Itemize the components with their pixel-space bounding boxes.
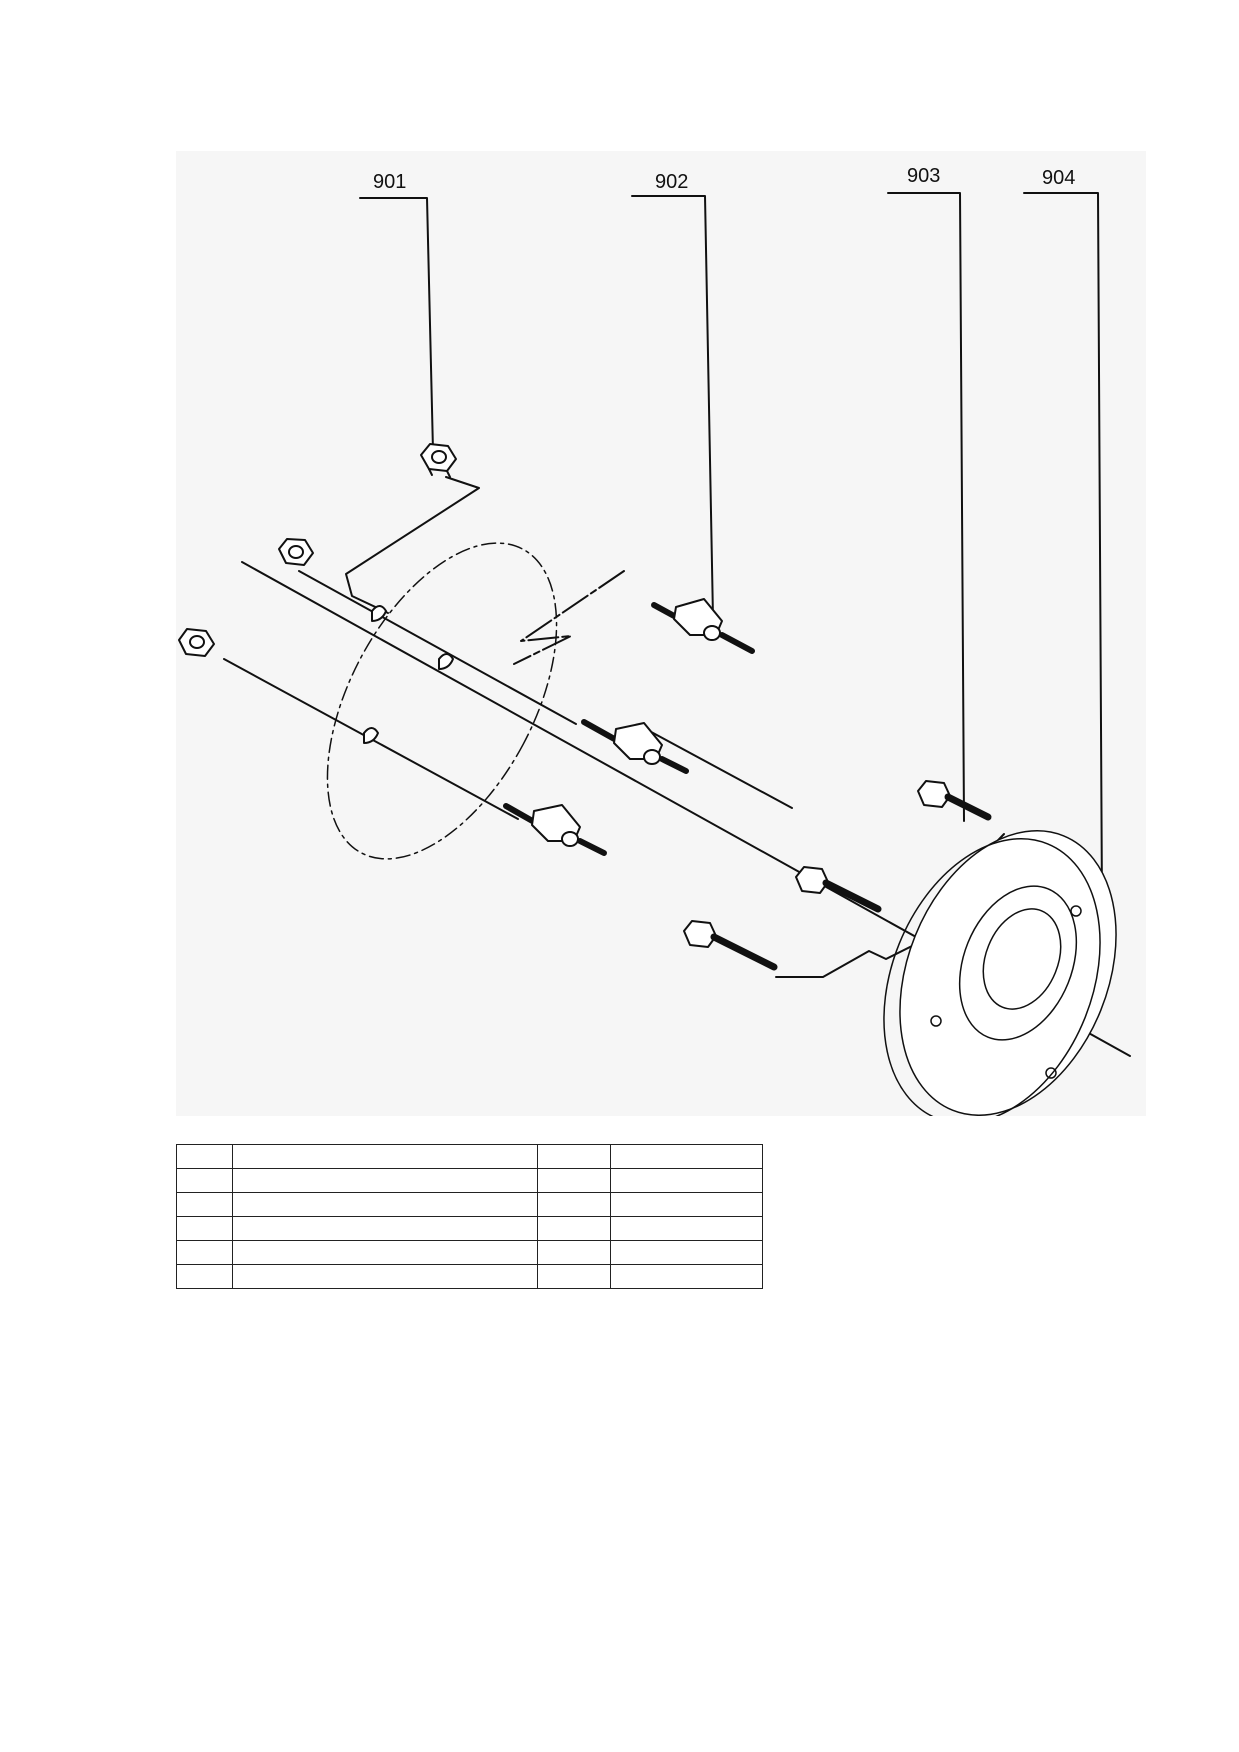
path-901 — [345, 476, 480, 614]
bolt-lower-icon — [683, 920, 778, 971]
table-cell — [176, 1264, 233, 1289]
callout-904: 904 — [1042, 167, 1076, 189]
table-cell — [232, 1264, 538, 1289]
parts-list-table — [176, 1144, 763, 1289]
table-cell — [232, 1216, 538, 1241]
nut-left-upper-icon — [278, 538, 314, 566]
table-cell — [610, 1168, 763, 1193]
diagram-drawing — [178, 192, 1131, 1116]
callout-903: 903 — [907, 165, 941, 187]
bolt-903-icon — [917, 780, 992, 821]
table-row — [176, 1168, 763, 1193]
grommet-icons — [363, 605, 454, 744]
table-cell — [610, 1240, 763, 1265]
table-cell — [176, 1168, 233, 1193]
stud-902-icon — [651, 598, 755, 654]
table-cell — [176, 1144, 233, 1169]
table-cell — [537, 1192, 611, 1217]
nut-901-icon — [420, 443, 457, 478]
bolt-middle-icon — [795, 866, 882, 913]
table-row — [176, 1144, 763, 1169]
table-cell — [610, 1264, 763, 1289]
exploded-assembly-diagram: 901 902 903 904 — [176, 151, 1146, 1116]
table-cell — [610, 1192, 763, 1217]
table-cell — [610, 1144, 763, 1169]
table-cell — [176, 1240, 233, 1265]
table-cell — [537, 1240, 611, 1265]
table-row — [176, 1240, 763, 1265]
table-cell — [537, 1216, 611, 1241]
table-cell — [232, 1240, 538, 1265]
nut-left-lower-icon — [178, 628, 215, 657]
table-row — [176, 1264, 763, 1289]
table-cell — [176, 1192, 233, 1217]
path-902 — [513, 570, 625, 665]
table-cell — [537, 1264, 611, 1289]
stud-lower-icon — [503, 803, 607, 856]
callout-901: 901 — [373, 171, 407, 193]
table-cell — [232, 1192, 538, 1217]
callout-902: 902 — [655, 171, 689, 193]
flange-904-icon — [883, 830, 1117, 1116]
table-cell — [176, 1216, 233, 1241]
callout-leaders — [359, 192, 1103, 905]
table-row — [176, 1192, 763, 1217]
table-row — [176, 1216, 763, 1241]
table-cell — [232, 1168, 538, 1193]
dashed-circle-outline — [326, 542, 558, 860]
table-cell — [232, 1144, 538, 1169]
table-cell — [610, 1216, 763, 1241]
stud-middle-icon — [581, 719, 689, 774]
table-cell — [537, 1168, 611, 1193]
table-cell — [537, 1144, 611, 1169]
